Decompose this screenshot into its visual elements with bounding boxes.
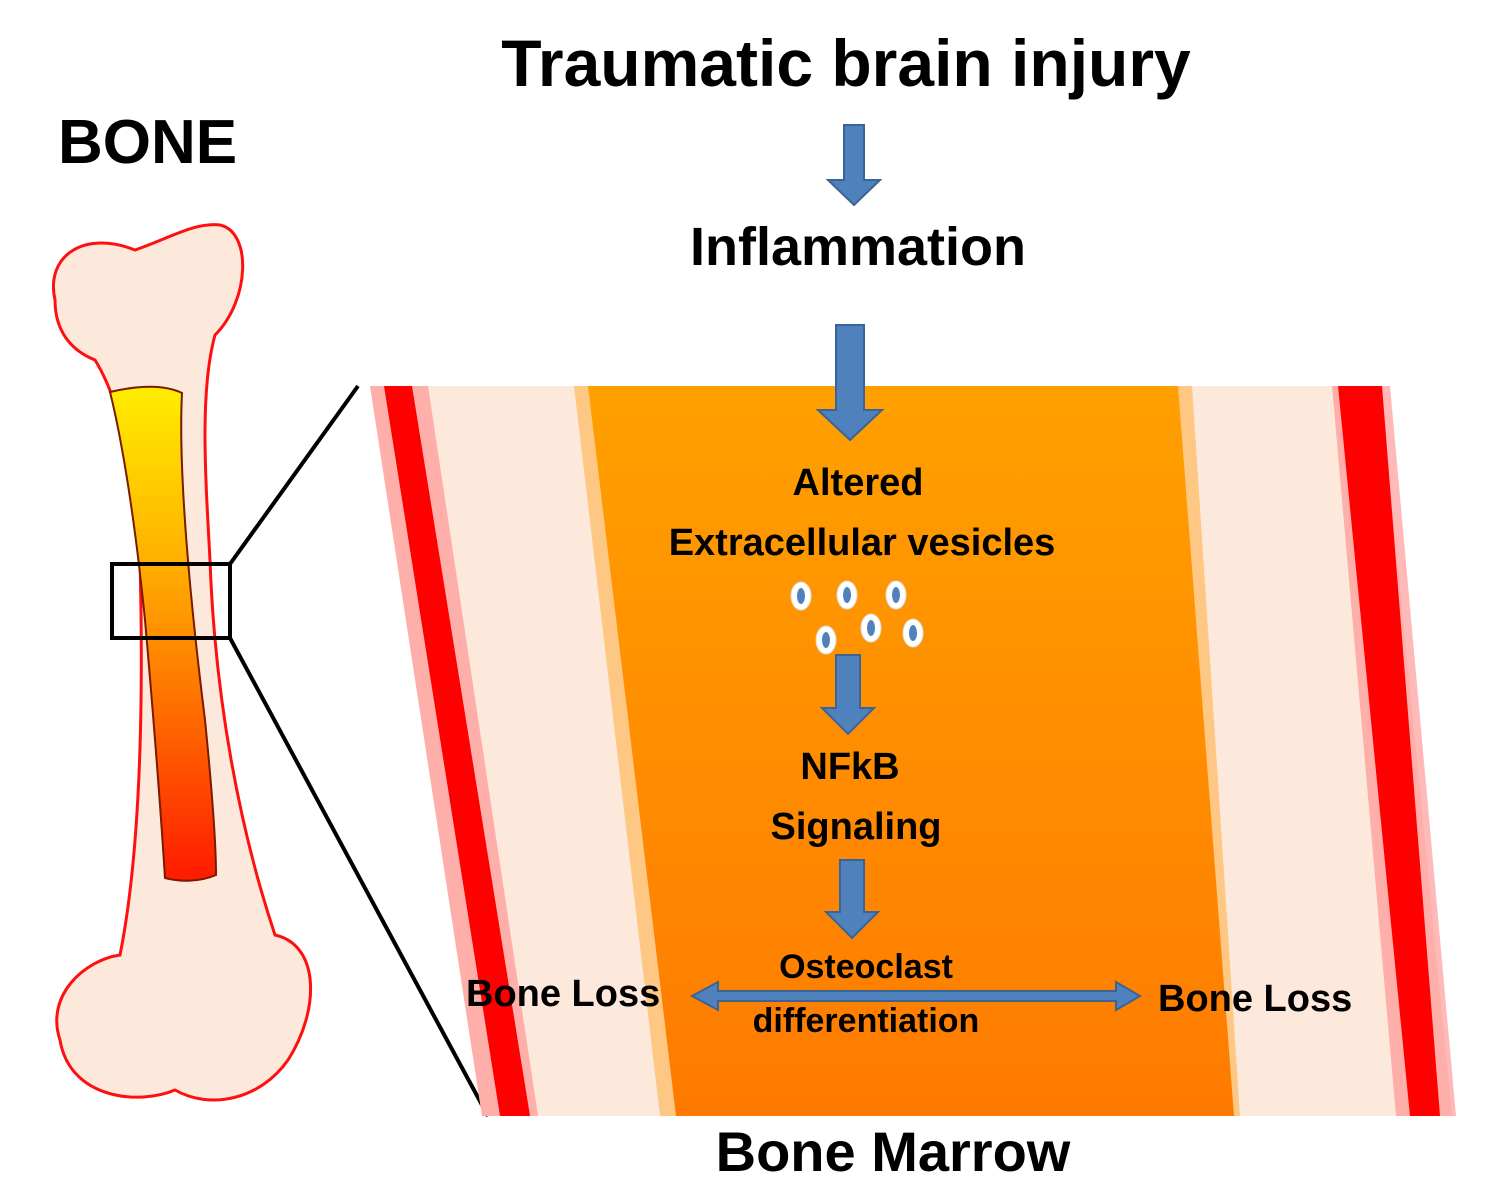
vesicles-label-line1: Altered <box>792 462 924 504</box>
marrow-cavity <box>588 386 1234 1116</box>
marrow-section <box>370 386 1456 1116</box>
osteoclast-label-line2: differentiation <box>752 1002 980 1040</box>
arrow-tbi-to-inflammation <box>825 124 883 207</box>
nfkb-label-line2: Signaling <box>770 806 942 848</box>
flow-arrows <box>689 124 1142 1012</box>
bone-loss-left-label: Bone Loss <box>466 973 661 1015</box>
vesicle <box>885 580 907 610</box>
vesicle <box>790 581 812 611</box>
bone-loss-right-label: Bone Loss <box>1158 978 1353 1020</box>
arrow-vesicles-to-nfkb <box>819 654 877 736</box>
vesicle <box>860 613 882 643</box>
zoom-line-top <box>228 384 360 566</box>
osteoclast-label-line1: Osteoclast <box>779 948 953 986</box>
femur-illustration <box>52 223 490 1117</box>
diagram-title: Traumatic brain injury <box>501 26 1191 100</box>
bone-label: BONE <box>58 108 238 177</box>
arrow-inflammation-to-vesicles <box>815 324 885 442</box>
vesicle <box>836 580 858 610</box>
cortex-left <box>384 386 530 1116</box>
inflammation-label: Inflammation <box>689 217 1027 277</box>
zoom-box <box>110 562 232 640</box>
cortex-right <box>1338 386 1440 1116</box>
bone-marrow-label: Bone Marrow <box>715 1120 1071 1183</box>
extracellular-vesicles <box>790 580 924 655</box>
vesicles-label-line2: Extracellular vesicles <box>668 522 1056 564</box>
vesicle <box>815 625 837 655</box>
arrow-nfkb-to-osteoclast <box>823 859 881 940</box>
zoom-line-bottom <box>228 637 490 1117</box>
vesicle <box>902 618 924 648</box>
medullary-cavity <box>108 385 218 882</box>
double-arrow-bone-loss <box>689 980 1142 1012</box>
nfkb-label-line1: NFkB <box>800 746 900 788</box>
